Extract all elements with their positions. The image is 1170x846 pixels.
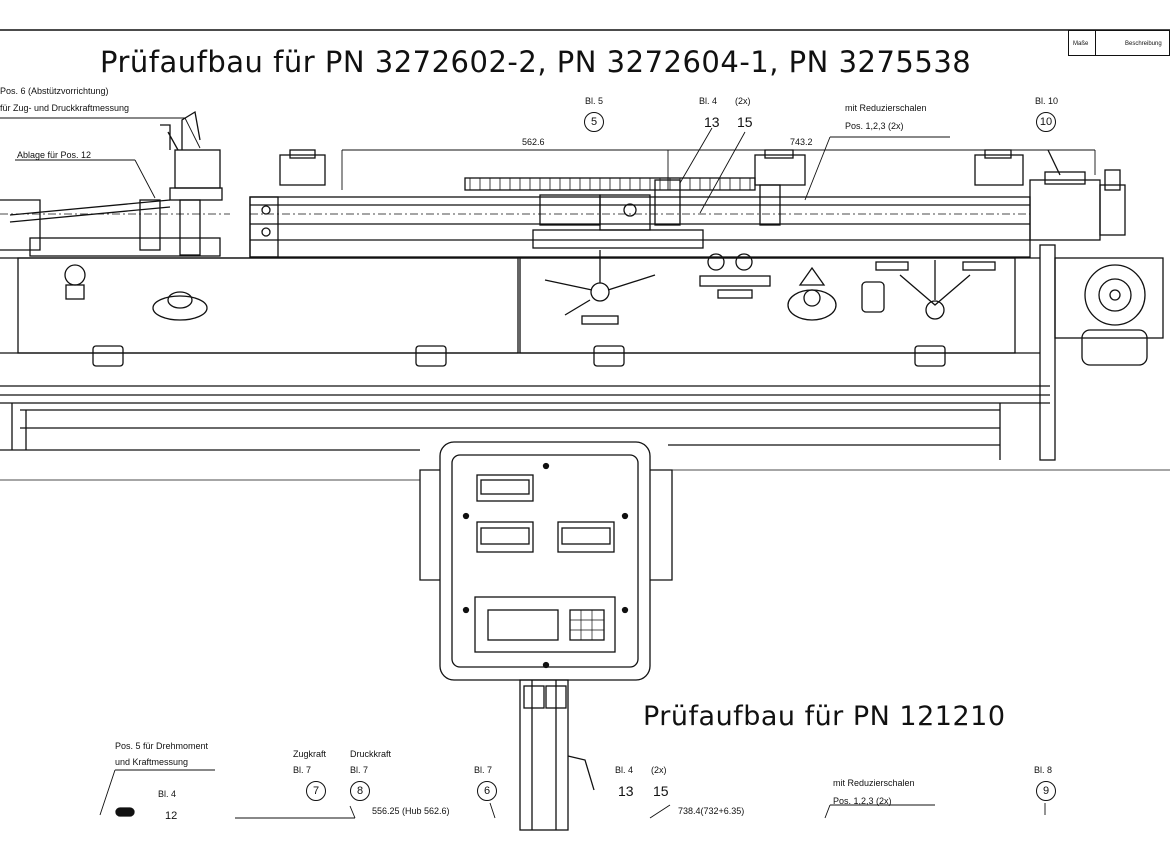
dim-556: 556.25 (Hub 562.6) [372,806,450,816]
label-pos123: Pos. 1,2,3 (2x) [845,121,904,131]
label-15: 15 [737,114,753,130]
label-reduzierschalen: mit Reduzierschalen [845,103,927,113]
label-12: 12 [165,810,178,822]
dim-738: 738.4(732+6.35) [678,806,745,816]
dim-562: 562.6 [522,137,545,147]
label-bl5: Bl. 5 [585,96,604,106]
label-bl4-b: Bl. 4 [615,765,634,775]
lower-rail [0,385,1170,481]
label-bl4-left: Bl. 4 [158,789,177,799]
left-fixture [0,110,230,257]
circle-10: 10 [1036,112,1056,132]
control-cabinet [419,441,673,831]
label-reduzierschalen-b: mit Reduzierschalen [833,778,915,788]
circle-5: 5 [584,112,604,132]
label-2x-b: (2x) [651,765,667,775]
bottom-title: Prüfaufbau für PN 121210 [643,701,1006,732]
label-pos123-b: Pos. 1,2,3 (2x) [833,796,892,806]
title-block: Maße Beschreibung [1068,30,1170,56]
table-beam [0,250,1040,367]
label-13: 13 [704,114,720,130]
title-block-col2: Beschreibung [1125,41,1162,47]
label-2x: (2x) [735,96,751,106]
label-druckkraft: Druckkraft [350,749,392,759]
label-bl4: Bl. 4 [699,96,718,106]
rail-carriage [249,149,1031,258]
label-pos6-line2: für Zug- und Druckkraftmessung [0,103,130,113]
right-motor-unit [1029,149,1164,461]
label-pos5-line2: und Kraftmessung [115,757,189,767]
label-pos6-line1: Pos. 6 (Abstützvorrichtung) [0,86,109,96]
label-bl7-b: Bl. 7 [350,765,369,775]
label-bl8: Bl. 8 [1034,765,1053,775]
label-pos5-line1: Pos. 5 für Drehmoment [115,741,209,751]
circle-6: 6 [477,781,497,801]
label-15-b: 15 [653,783,669,799]
top-title: Prüfaufbau für PN 3272602-2, PN 3272604-… [100,45,972,79]
label-ablage: Ablage für Pos. 12 [17,150,92,160]
label-bl7-a: Bl. 7 [293,765,312,775]
circle-9: 9 [1036,781,1056,801]
label-13-b: 13 [618,783,634,799]
label-zugkraft: Zugkraft [293,749,327,759]
circle-7: 7 [306,781,326,801]
circle-8: 8 [350,781,370,801]
label-bl7-c: Bl. 7 [474,765,493,775]
dimension-lines [0,117,1096,214]
bottom-annotations [99,769,1046,819]
title-block-col1: Maße [1073,41,1089,47]
label-bl10: Bl. 10 [1035,96,1059,106]
marker-dot [115,807,135,817]
dim-743: 743.2 [790,137,813,147]
